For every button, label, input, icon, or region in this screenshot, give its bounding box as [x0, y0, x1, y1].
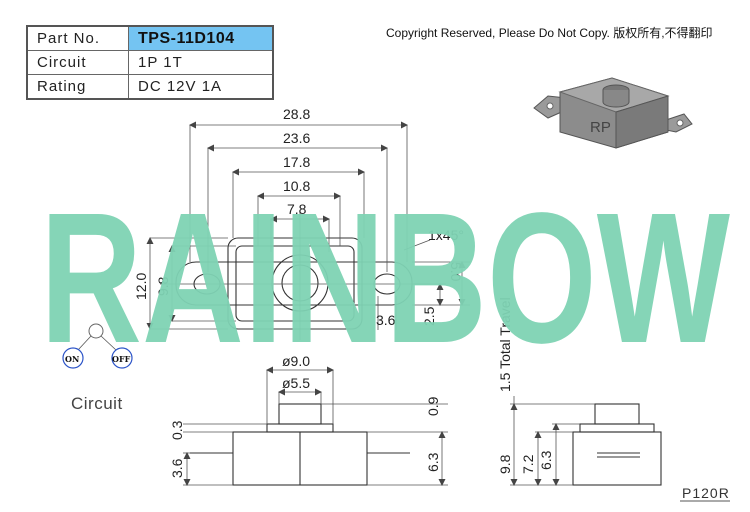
spec-value-circuit: 1P 1T [128, 50, 274, 75]
dim-terminal-height: 3.6 [169, 458, 185, 478]
circuit-label: Circuit [71, 394, 123, 413]
dim-body-height: 9.8 [155, 276, 171, 296]
dim-body-width: 17.8 [283, 154, 310, 170]
dim-side-overall-height: 9.8 [497, 454, 513, 474]
spec-value-rating: DC 12V 1A [128, 74, 274, 100]
top-view-outline [160, 210, 430, 340]
dim-tab-height: 5.0 [448, 262, 464, 282]
drawing-code: P120R [682, 485, 730, 501]
top-view-dimension-labels: 28.8 23.6 17.8 10.8 7.8 1x45° 12.0 9.8 5… [133, 106, 464, 328]
dim-actuator-gap: 0.3 [169, 420, 185, 440]
front-view-dimension-labels: ø9.0 ø5.5 0.3 3.6 0.9 6.3 [169, 353, 441, 478]
side-view [510, 396, 662, 486]
dim-actuator-diameter: ø5.5 [282, 375, 310, 391]
dim-tab-width: 3.6 [376, 312, 396, 328]
top-view-dimensions [146, 121, 470, 330]
spec-row-rating: Rating DC 12V 1A [26, 74, 274, 100]
circuit-on-label: ON [65, 354, 79, 364]
spec-table: Part No. TPS-11D104 Circuit 1P 1T Rating… [26, 25, 274, 100]
circuit-symbol: ON OFF Circuit [62, 323, 133, 413]
dim-total-travel: 1.5 Total Travel [497, 297, 513, 392]
copyright-notice: Copyright Reserved, Please Do Not Copy. … [386, 26, 713, 40]
side-view-dimension-labels: 1.5 Total Travel 9.8 7.2 6.3 [497, 297, 554, 474]
circuit-off-label: OFF [112, 354, 131, 364]
product-illustration: RP [533, 77, 693, 149]
dim-tab-offset: 2.5 [421, 306, 437, 326]
dim-side-base-height: 6.3 [538, 450, 554, 470]
dim-height: 12.0 [133, 273, 149, 300]
dim-overall-width: 28.8 [283, 106, 310, 122]
dim-inner-width: 10.8 [283, 178, 310, 194]
spec-label: Circuit [26, 50, 129, 75]
dim-chamfer: 1x45° [428, 227, 464, 243]
dim-actuator-width: 7.8 [287, 201, 307, 217]
front-view [183, 366, 448, 486]
dim-body-diameter: ø9.0 [282, 353, 310, 369]
spec-row-circuit: Circuit 1P 1T [26, 50, 274, 75]
dim-button-height: 0.9 [425, 396, 441, 416]
watermark-text: RAINBOW [40, 175, 730, 382]
product-mark: RP [590, 119, 611, 136]
dim-front-body-height: 6.3 [425, 452, 441, 472]
dim-mount-hole-pitch: 23.6 [283, 130, 310, 146]
dim-side-body-height: 7.2 [520, 454, 536, 474]
